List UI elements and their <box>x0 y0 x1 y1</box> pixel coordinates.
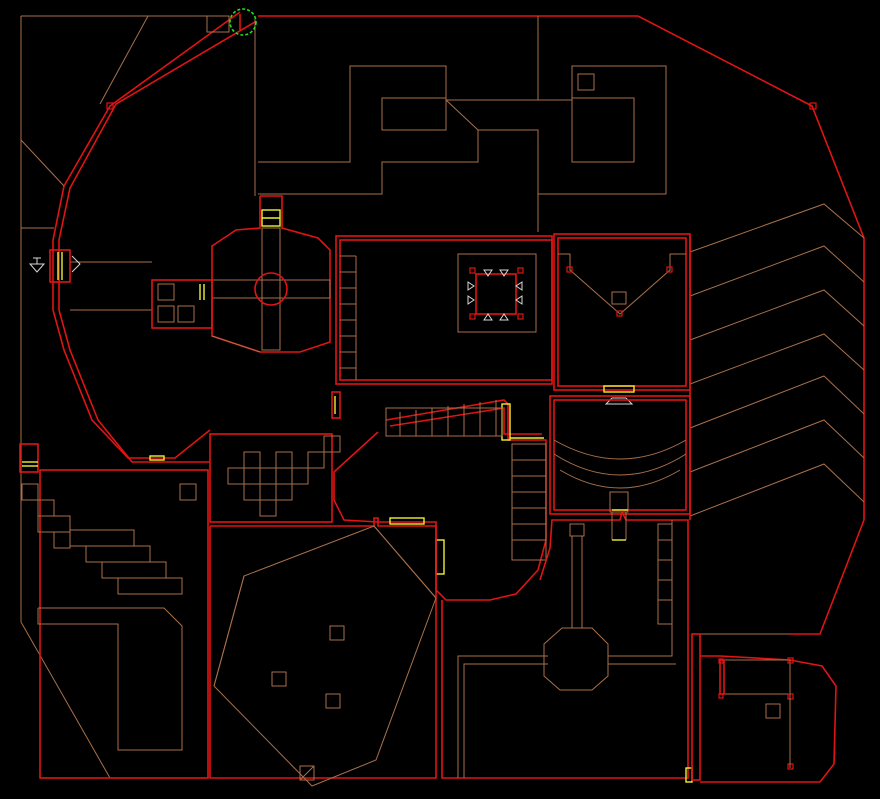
southwest-big-room <box>209 517 437 787</box>
cross-room <box>151 195 331 353</box>
north-stepped-area <box>258 16 667 232</box>
northwest-arc-room <box>20 11 817 463</box>
down-arrow-thing-icon <box>28 263 46 273</box>
player-position-circle[interactable] <box>229 8 257 36</box>
south-center-room <box>441 509 693 783</box>
main-hall <box>331 235 553 419</box>
southeast-room <box>691 633 837 783</box>
east-step-pattern <box>689 203 865 520</box>
checker-room <box>209 433 341 523</box>
curved-step-room <box>549 395 691 515</box>
center-stair-corridor <box>333 399 547 601</box>
northeast-room <box>553 233 691 405</box>
west-room <box>19 443 209 779</box>
